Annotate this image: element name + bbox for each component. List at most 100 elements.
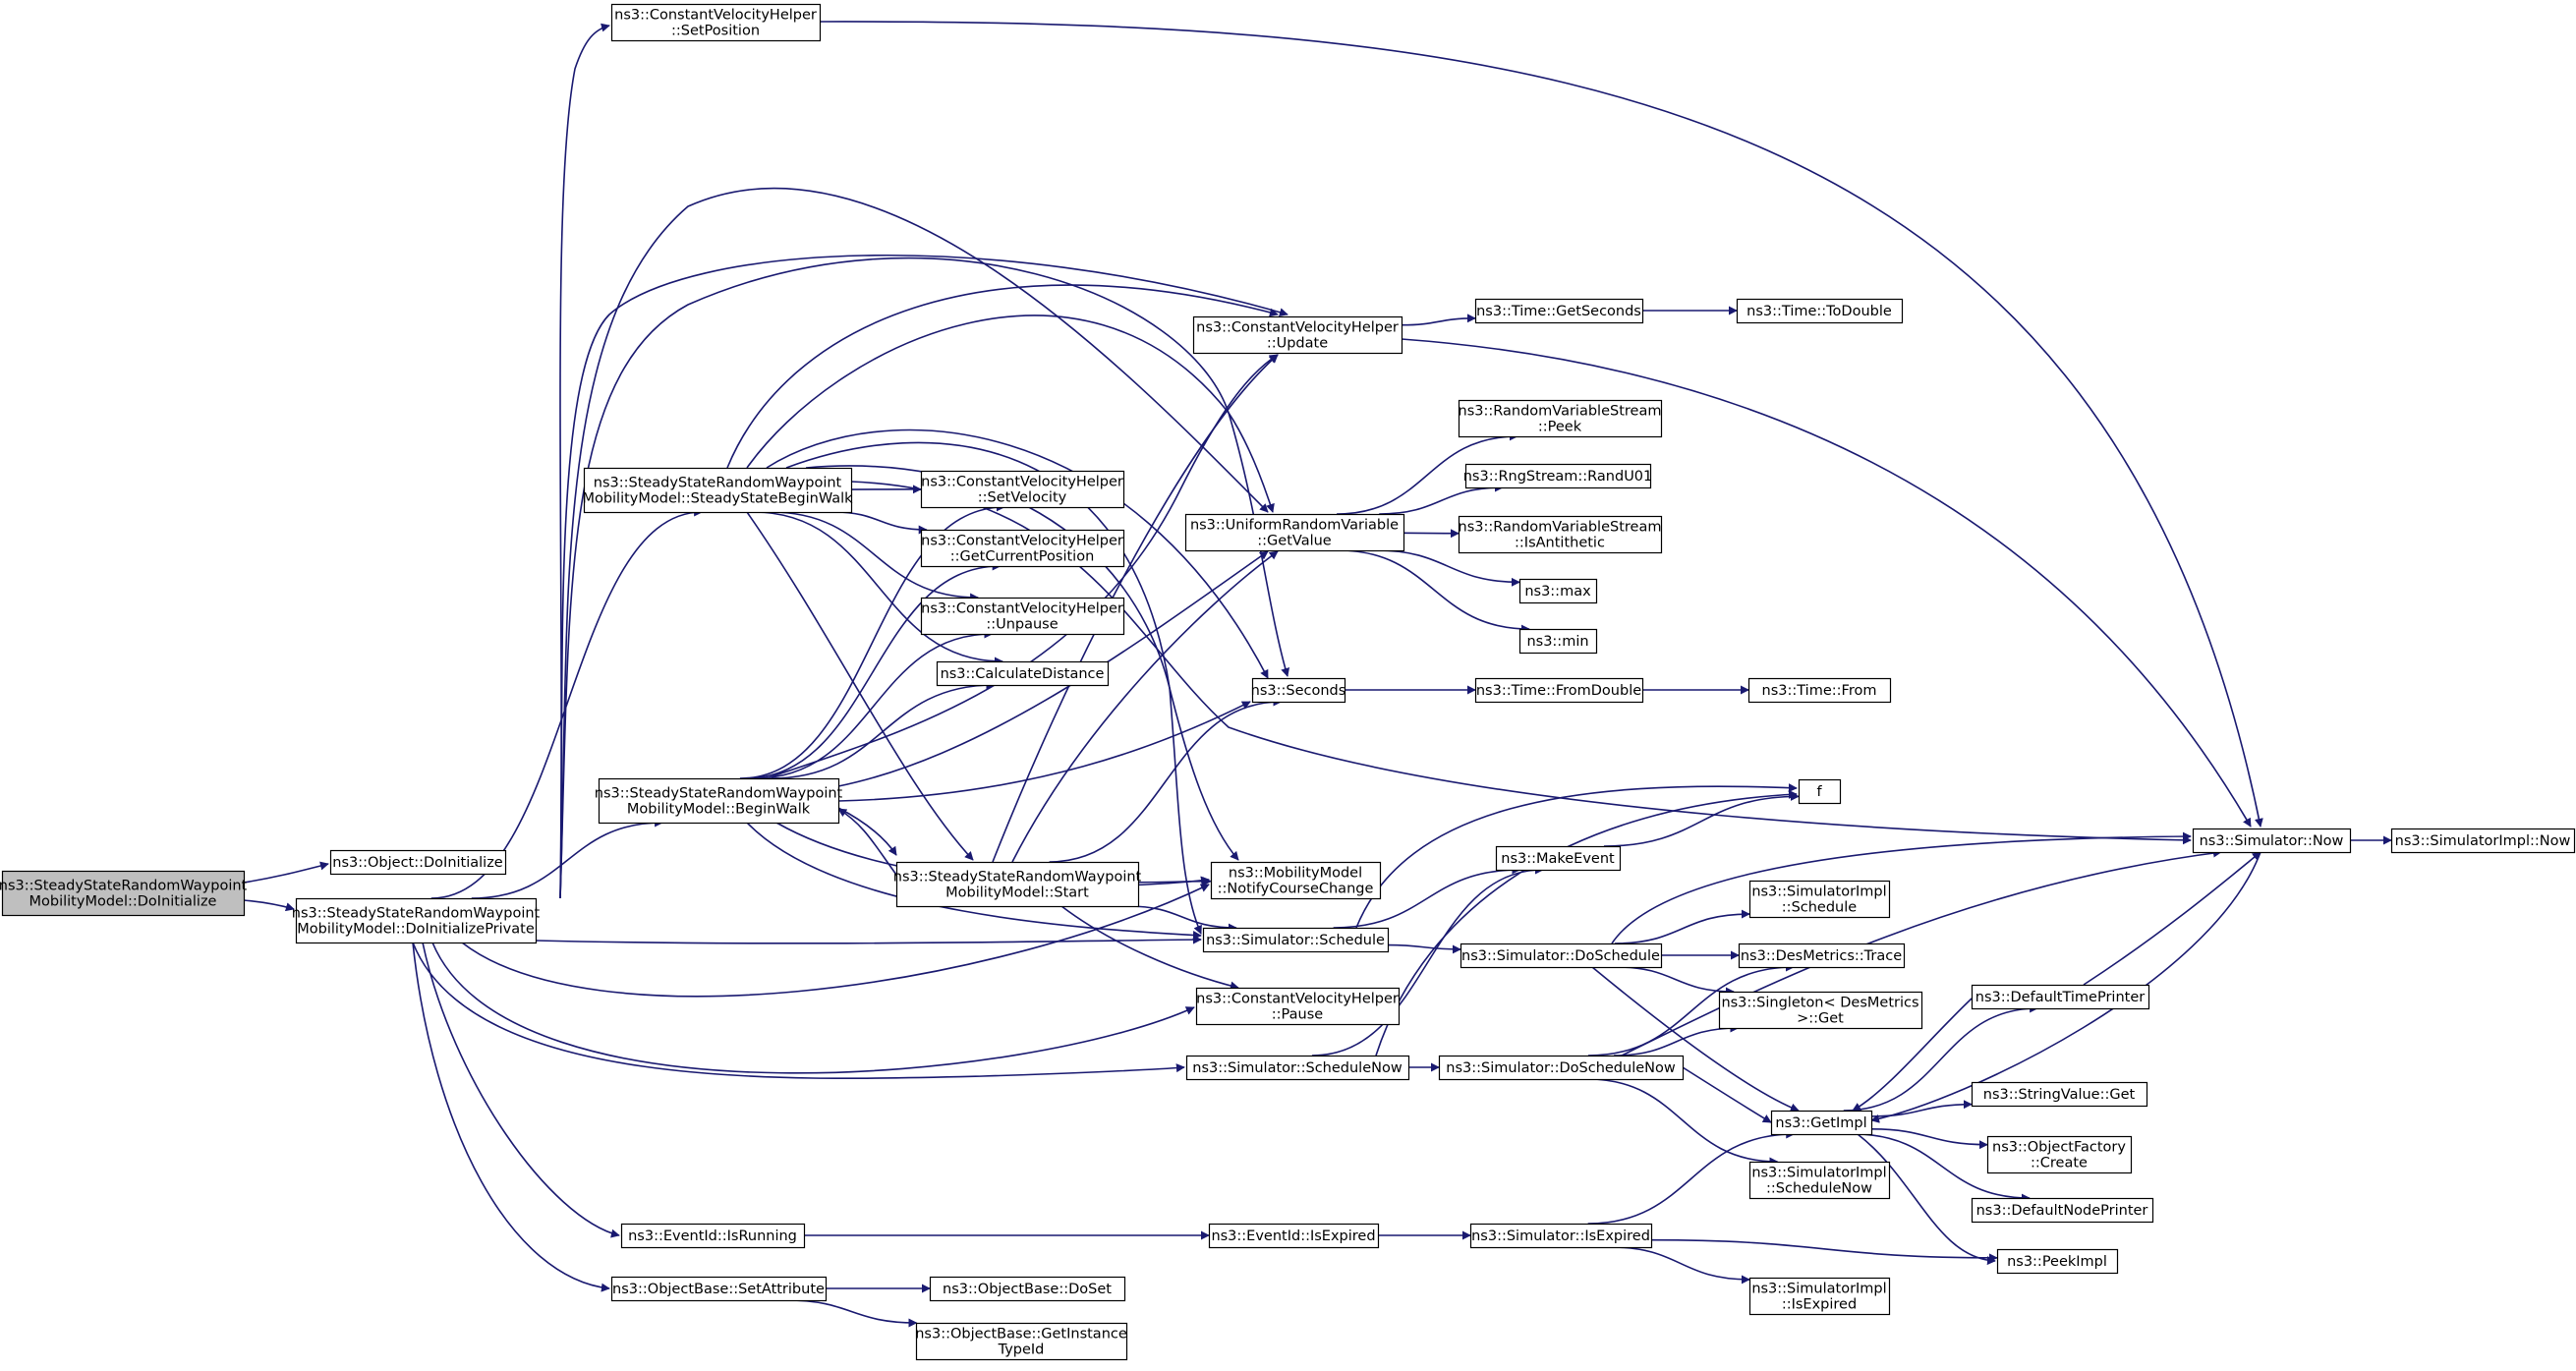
- node-simimplnow[interactable]: ns3::SimulatorImpl::Now: [2390, 828, 2576, 854]
- node-box: [1770, 1110, 1873, 1136]
- node-box: [1736, 298, 1904, 324]
- edge-simschedule-to-f: [1355, 783, 1798, 929]
- node-box: [620, 1223, 806, 1249]
- node-label: ns3::SteadyStateRandomWaypoint: [0, 879, 248, 894]
- node-box: [1202, 927, 1390, 953]
- node-defaulttimeprinter[interactable]: ns3::DefaultTimePrinter: [1971, 984, 2150, 1010]
- node-cvsetpos[interactable]: ns3::ConstantVelocityHelper::SetPosition: [610, 3, 822, 42]
- node-box: [1210, 861, 1382, 900]
- node-timetodouble[interactable]: ns3::Time::ToDouble: [1736, 298, 1904, 324]
- node-label: ns3::Simulator::IsExpired: [1471, 1228, 1650, 1244]
- node-makeevent[interactable]: ns3::MakeEvent: [1495, 845, 1622, 872]
- node-notifycourse[interactable]: ns3::MobilityModel::NotifyCourseChange: [1210, 861, 1382, 900]
- node-label: ns3::SteadyStateRandomWaypoint: [893, 870, 1142, 885]
- node-box: [1474, 677, 1644, 704]
- edge-urvgetvalue-to-min: [1338, 549, 1530, 634]
- nodes-layer: ns3::SteadyStateRandomWaypointMobilityMo…: [0, 3, 2576, 1361]
- node-label: ::IsAntithetic: [1515, 536, 1605, 551]
- node-doinitpriv[interactable]: ns3::SteadyStateRandomWaypointMobilityMo…: [292, 897, 541, 944]
- node-timefromdouble[interactable]: ns3::Time::FromDouble: [1474, 677, 1644, 704]
- node-timegetseconds[interactable]: ns3::Time::GetSeconds: [1474, 298, 1644, 324]
- edge-doinitpriv-to-urvgetvalue: [559, 187, 1269, 899]
- edge-getimpl-to-defaultnodeprinter: [1854, 1133, 2031, 1203]
- node-cvsetvel[interactable]: ns3::ConstantVelocityHelper::SetVelocity: [920, 470, 1125, 509]
- node-seconds[interactable]: ns3::Seconds: [1251, 677, 1346, 704]
- node-simimplschedulenow[interactable]: ns3::SimulatorImpl::ScheduleNow: [1748, 1161, 1891, 1200]
- node-eventidisrunning[interactable]: ns3::EventId::IsRunning: [620, 1223, 806, 1249]
- node-cvunpause[interactable]: ns3::ConstantVelocityHelper::Unpause: [920, 597, 1125, 636]
- node-objfactorycreate[interactable]: ns3::ObjectFactory::Create: [1986, 1135, 2133, 1174]
- node-peekimpl[interactable]: ns3::PeekImpl: [1996, 1248, 2119, 1275]
- node-getimpl[interactable]: ns3::GetImpl: [1770, 1110, 1873, 1136]
- node-simimplschedule[interactable]: ns3::SimulatorImpl::Schedule: [1748, 880, 1891, 919]
- node-ssbeginwalk[interactable]: ns3::SteadyStateRandomWaypointMobilityMo…: [582, 467, 853, 514]
- node-beginwalk[interactable]: ns3::SteadyStateRandomWaypointMobilityMo…: [595, 777, 843, 825]
- node-cvupdate[interactable]: ns3::ConstantVelocityHelper::Update: [1192, 315, 1403, 355]
- edge-start-to-cvupdate: [992, 354, 1279, 863]
- node-timefrom[interactable]: ns3::Time::From: [1747, 677, 1892, 704]
- node-simisexpired[interactable]: ns3::Simulator::IsExpired: [1469, 1223, 1653, 1249]
- node-max[interactable]: ns3::max: [1518, 578, 1598, 604]
- node-cvgetcur[interactable]: ns3::ConstantVelocityHelper::GetCurrentP…: [920, 529, 1125, 568]
- edge-simschedule-to-simdoschedule: [1387, 943, 1461, 954]
- node-box: [1738, 943, 1906, 969]
- edge-ssbeginwalk-to-cvupdate: [726, 284, 1279, 469]
- node-simimplisexpired[interactable]: ns3::SimulatorImpl::IsExpired: [1748, 1277, 1891, 1316]
- node-stringvalueget[interactable]: ns3::StringValue::Get: [1971, 1081, 2148, 1108]
- node-setattribute[interactable]: ns3::ObjectBase::SetAttribute: [610, 1276, 828, 1302]
- node-label: ns3::DefaultNodePrinter: [1976, 1203, 2148, 1219]
- node-simdoschedule[interactable]: ns3::Simulator::DoSchedule: [1460, 943, 1663, 969]
- node-label: ::SetPosition: [671, 24, 760, 39]
- node-label: ns3::CalculateDistance: [941, 666, 1105, 682]
- node-label: ns3::ConstantVelocityHelper: [614, 8, 817, 24]
- edge-ssbeginwalk-to-simschedule: [785, 441, 1202, 935]
- node-min[interactable]: ns3::min: [1518, 628, 1598, 655]
- node-start[interactable]: ns3::SteadyStateRandomWaypointMobilityMo…: [893, 861, 1142, 908]
- node-f[interactable]: f: [1798, 778, 1842, 805]
- edge-doinitpriv-to-beginwalk: [471, 818, 664, 899]
- edge-start-to-seconds: [1049, 697, 1283, 863]
- node-simdoschedulenow[interactable]: ns3::Simulator::DoScheduleNow: [1438, 1055, 1685, 1081]
- node-label: ns3::SteadyStateRandomWaypoint: [292, 906, 541, 922]
- node-defaultnodeprinter[interactable]: ns3::DefaultNodePrinter: [1971, 1197, 2154, 1224]
- node-label: ns3::ObjectBase::SetAttribute: [612, 1282, 825, 1297]
- node-label: ns3::SimulatorImpl: [1751, 1282, 1886, 1297]
- node-desmetricstrace[interactable]: ns3::DesMetrics::Trace: [1738, 943, 1906, 969]
- node-rvspeek[interactable]: ns3::RandomVariableStream::Peek: [1459, 399, 1663, 438]
- node-label: ::SetVelocity: [978, 490, 1067, 506]
- node-label: ns3::UniformRandomVariable: [1190, 518, 1399, 534]
- node-simschedule[interactable]: ns3::Simulator::Schedule: [1202, 927, 1390, 953]
- node-rngrandu01[interactable]: ns3::RngStream::RandU01: [1463, 463, 1653, 489]
- node-simschedulenow[interactable]: ns3::Simulator::ScheduleNow: [1185, 1055, 1410, 1081]
- node-urvgetvalue[interactable]: ns3::UniformRandomVariable::GetValue: [1184, 513, 1405, 552]
- node-label: ns3::Time::GetSeconds: [1476, 304, 1641, 319]
- node-label: ns3::PeekImpl: [2007, 1254, 2107, 1270]
- node-singletonget[interactable]: ns3::Singleton< DesMetrics>::Get: [1718, 991, 1923, 1030]
- node-objdoinit[interactable]: ns3::Object::DoInitialize: [329, 849, 507, 876]
- node-root[interactable]: ns3::SteadyStateRandomWaypointMobilityMo…: [0, 870, 248, 917]
- node-label: ::GetCurrentPosition: [950, 549, 1095, 565]
- edge-doinitpriv-to-setattribute: [412, 942, 610, 1292]
- node-label: ns3::ConstantVelocityHelper: [921, 601, 1123, 617]
- node-label: ::GetValue: [1257, 534, 1332, 549]
- node-box: [1208, 1223, 1380, 1249]
- node-label: ::Schedule: [1782, 900, 1857, 916]
- node-cvpause[interactable]: ns3::ConstantVelocityHelper::Pause: [1195, 987, 1401, 1026]
- node-doset[interactable]: ns3::ObjectBase::DoSet: [929, 1276, 1126, 1302]
- node-label: ns3::ObjectBase::GetInstance: [915, 1327, 1127, 1342]
- edge-beginwalk-to-cvunpause: [754, 629, 994, 779]
- node-box: [2390, 828, 2576, 854]
- node-eventidisexpired[interactable]: ns3::EventId::IsExpired: [1208, 1223, 1380, 1249]
- edge-ssbeginwalk-to-urvgetvalue: [746, 314, 1275, 513]
- node-box: [1986, 1135, 2133, 1174]
- node-box: [1718, 991, 1923, 1030]
- node-calcdist[interactable]: ns3::CalculateDistance: [936, 660, 1110, 687]
- node-label: ns3::DesMetrics::Trace: [1741, 948, 1902, 964]
- node-rvsisanti[interactable]: ns3::RandomVariableStream::IsAntithetic: [1459, 515, 1663, 554]
- node-label: ::Create: [2031, 1156, 2088, 1171]
- node-simnow[interactable]: ns3::Simulator::Now: [2192, 828, 2352, 854]
- node-box: [895, 861, 1140, 908]
- node-label: ns3::SimulatorImpl: [1751, 885, 1886, 900]
